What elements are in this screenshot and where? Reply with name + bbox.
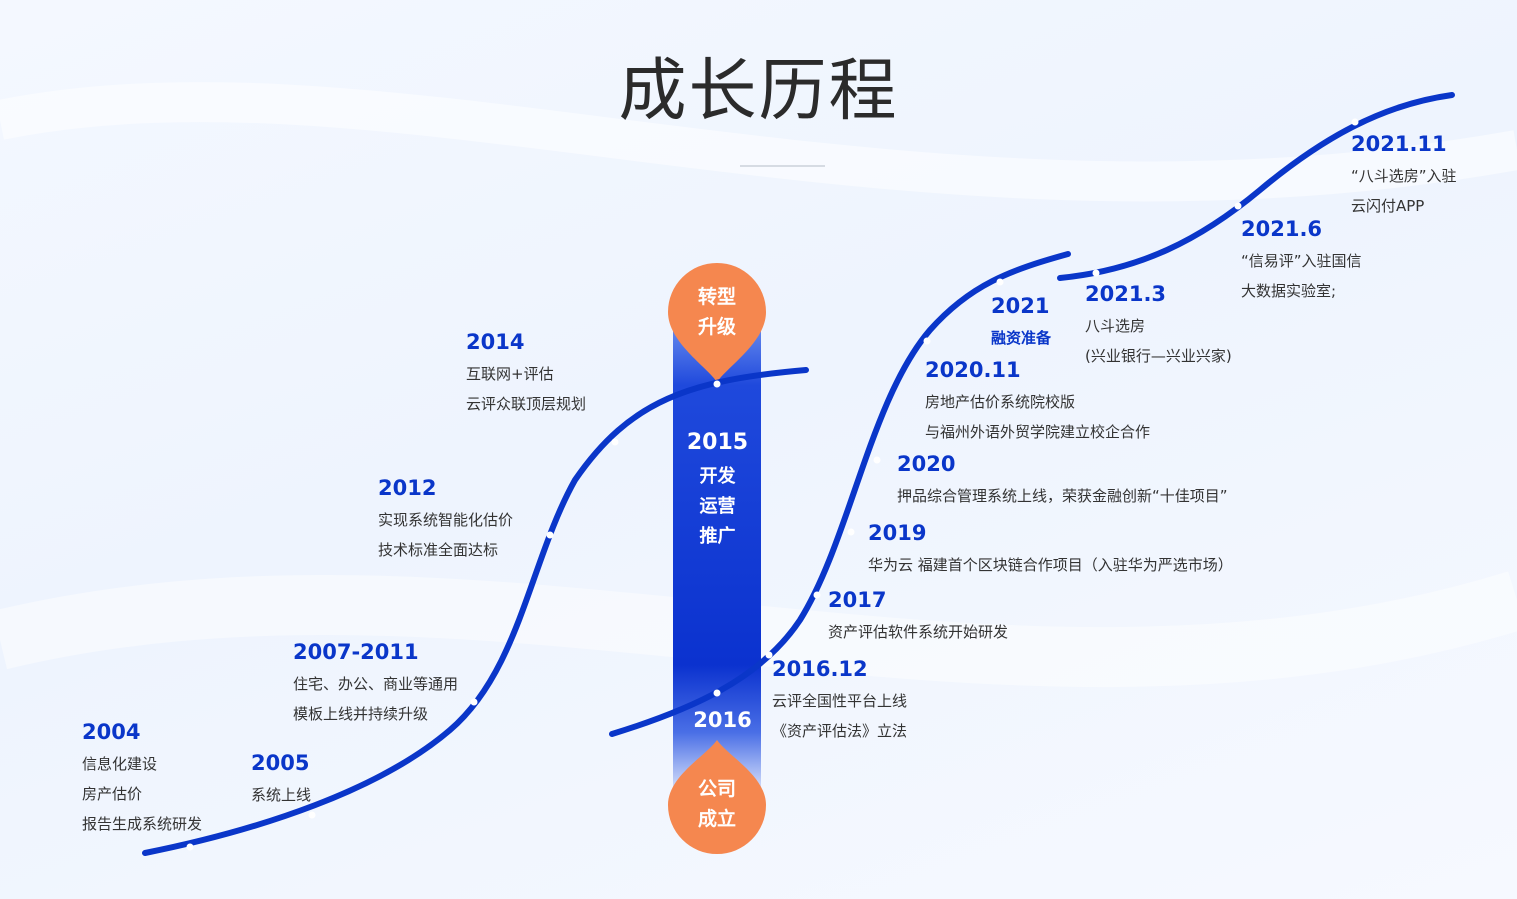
pillar-line-3: 推广 — [699, 526, 736, 547]
event-2017: 2017 资产评估软件系统开始研发 — [828, 588, 1008, 647]
event-year: 2021 — [991, 294, 1050, 318]
event-2021-6: 2021.6 “信易评”入驻国信 大数据实验室; — [1241, 217, 1362, 306]
node-2020 — [873, 456, 881, 464]
event-line: 与福州外语外贸学院建立校企合作 — [925, 423, 1151, 441]
event-line: 融资准备 — [991, 329, 1052, 347]
event-line: “信易评”入驻国信 — [1241, 252, 1362, 270]
node-2017 — [813, 591, 821, 599]
drop-company-founded — [667, 740, 766, 855]
pillar-line-1: 开发 — [699, 466, 736, 487]
pillar-line-2: 运营 — [699, 496, 736, 517]
event-year: 2005 — [251, 751, 310, 775]
event-year: 2021.3 — [1085, 282, 1167, 306]
timeline-curve-2 — [609, 251, 1071, 737]
drop-top-line-2: 升级 — [697, 316, 736, 338]
drop-transform-upgrade — [667, 262, 766, 382]
event-year: 2016.12 — [772, 657, 868, 681]
drop-bottom-label: 公司 成立 — [667, 774, 767, 834]
node-2012 — [546, 531, 554, 539]
node-2007-2011 — [470, 698, 478, 706]
event-line: 住宅、办公、商业等通用 — [293, 675, 459, 693]
timeline-curve-1 — [142, 367, 809, 856]
event-year: 2004 — [82, 720, 141, 744]
event-2016-12: 2016.12 云评全国性平台上线 《资产评估法》立法 — [772, 657, 907, 746]
event-line: 房产估价 — [82, 785, 143, 803]
node-2005 — [308, 811, 316, 819]
node-2016 — [713, 689, 721, 697]
event-line: 华为云 福建首个区块链合作项目（入驻华为严选市场） — [868, 556, 1233, 574]
event-year: 2012 — [378, 476, 437, 500]
timeline-curve-3 — [1057, 92, 1455, 281]
pillar-year: 2015 — [686, 430, 749, 455]
event-2020: 2020 押品综合管理系统上线，荣获金融创新“十佳项目” — [897, 452, 1228, 511]
event-line: 押品综合管理系统上线，荣获金融创新“十佳项目” — [897, 487, 1228, 505]
title-divider — [740, 165, 825, 167]
event-line: 云评全国性平台上线 — [772, 692, 908, 710]
event-line: 实现系统智能化估价 — [378, 511, 514, 529]
event-2021-11: 2021.11 “八斗选房”入驻 云闪付APP — [1351, 132, 1457, 221]
event-line: 模板上线并持续升级 — [293, 705, 429, 723]
event-year: 2021.11 — [1351, 132, 1447, 156]
page-title: 成长历程 — [618, 52, 899, 131]
event-year: 2014 — [466, 330, 525, 354]
event-line: (兴业银行—兴业兴家) — [1085, 347, 1232, 365]
pillar-bottom-year: 2016 — [693, 708, 752, 732]
drop-top-line-1: 转型 — [697, 286, 736, 308]
event-year: 2020.11 — [925, 358, 1021, 382]
event-line: 信息化建设 — [82, 755, 158, 773]
event-year: 2019 — [868, 521, 927, 545]
event-line: 云闪付APP — [1351, 197, 1425, 215]
node-2021-11 — [1351, 118, 1359, 126]
event-2019: 2019 华为云 福建首个区块链合作项目（入驻华为严选市场） — [868, 521, 1233, 580]
node-2021-3 — [1092, 269, 1100, 277]
event-2012: 2012 实现系统智能化估价 技术标准全面达标 — [378, 476, 513, 565]
event-line: 互联网+评估 — [466, 365, 554, 383]
drop-bottom-line-1: 公司 — [697, 778, 736, 800]
event-line: 大数据实验室; — [1241, 282, 1337, 300]
event-year: 2017 — [828, 588, 887, 612]
event-line: 《资产评估法》立法 — [772, 722, 908, 740]
event-2021: 2021 融资准备 — [991, 294, 1051, 353]
event-2021-3: 2021.3 八斗选房 (兴业银行—兴业兴家) — [1085, 282, 1232, 371]
node-2021 — [996, 278, 1004, 286]
event-year: 2021.6 — [1241, 217, 1323, 241]
event-year: 2020 — [897, 452, 956, 476]
event-2007-2011: 2007-2011 住宅、办公、商业等通用 模板上线并持续升级 — [293, 640, 458, 729]
event-2020-11: 2020.11 房地产估价系统院校版 与福州外语外贸学院建立校企合作 — [925, 358, 1150, 447]
event-line: 系统上线 — [251, 786, 312, 804]
node-2016-12 — [765, 651, 773, 659]
event-line: “八斗选房”入驻 — [1351, 167, 1457, 185]
drop-bottom-line-2: 成立 — [697, 808, 736, 830]
node-2014 — [611, 438, 619, 446]
event-line: 报告生成系统研发 — [82, 815, 203, 833]
event-line: 八斗选房 — [1085, 317, 1146, 335]
event-line: 资产评估软件系统开始研发 — [828, 623, 1009, 641]
event-line: 房地产估价系统院校版 — [925, 393, 1076, 411]
center-pillar — [673, 318, 761, 800]
event-line: 云评众联顶层规划 — [466, 395, 587, 413]
event-line: 技术标准全面达标 — [378, 541, 499, 559]
event-year: 2007-2011 — [293, 640, 419, 664]
drop-top-label: 转型 升级 — [667, 282, 767, 342]
event-2005: 2005 系统上线 — [251, 751, 311, 810]
event-2004: 2004 信息化建设 房产估价 报告生成系统研发 — [82, 720, 202, 839]
node-2019 — [847, 528, 855, 536]
node-2020-11 — [923, 337, 931, 345]
event-2014: 2014 互联网+评估 云评众联顶层规划 — [466, 330, 586, 419]
node-2021-6 — [1234, 202, 1242, 210]
node-2004 — [186, 843, 194, 851]
node-2015 — [713, 380, 721, 388]
